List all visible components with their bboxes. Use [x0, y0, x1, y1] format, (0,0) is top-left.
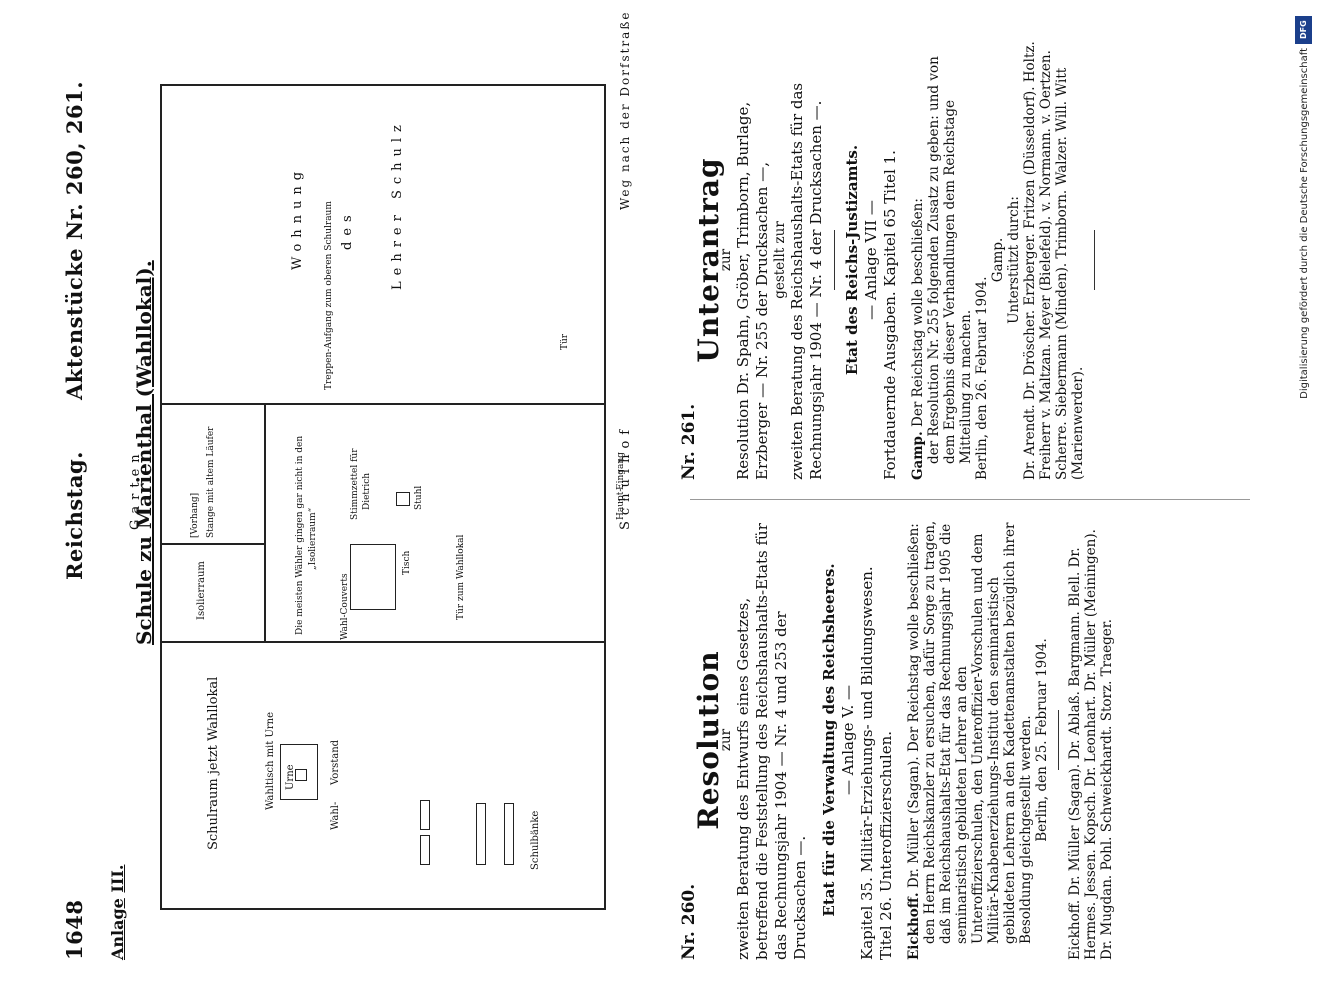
nr260-zur: zur	[718, 728, 734, 752]
floor-plan: Garten Schulhof Weg nach der Dorfstraße …	[120, 11, 640, 910]
bank-1	[420, 800, 430, 830]
label-des: des	[340, 209, 355, 250]
dfg-sidebar: DFG Digitalisierung gefördert durch die …	[1295, 8, 1316, 399]
wall-schulraum	[160, 641, 606, 643]
label-wahltisch: Wahltisch mit Urne	[265, 711, 276, 810]
label-stange: Stange mit altem Läufer	[206, 426, 216, 538]
nr261-antrag-body: der Resolution Nr. 255 folgenden Zusatz …	[926, 56, 974, 464]
nr261-datum: Berlin, den 26. Februar 1904.	[974, 276, 990, 480]
nr261-signer: Gamp.	[990, 237, 1006, 283]
urne-box	[295, 769, 307, 781]
label-tuer: Tür	[560, 333, 570, 350]
label-urne: Urne	[285, 764, 296, 790]
nr260-antrag-text: Dr. Müller (Sagan). Der Reichstag wolle …	[906, 523, 922, 889]
label-waehler-note-2: „Isolierraum“	[308, 507, 318, 570]
nr260-antrag-body: den Herrn Reichskanzler zu ersuchen, daf…	[922, 520, 1034, 944]
label-eingang: Eingang	[616, 452, 626, 490]
label-dietrich: Dietrich	[362, 472, 372, 510]
label-treppe: Treppen-Aufgang zum oberen Schulraum	[324, 201, 334, 390]
label-wohnung: Wohnung	[290, 165, 305, 270]
nr260-etat: Etat für die Verwaltung des Reichsheeres…	[820, 563, 838, 917]
column-rule	[690, 499, 1250, 500]
label-wahlcouverts: Wahl-Couverts	[340, 573, 350, 640]
label-dorfstrasse: Weg nach der Dorfstraße	[618, 10, 632, 210]
label-haupt: Haupt-	[616, 488, 626, 520]
bank-4	[504, 803, 514, 865]
label-schulbaenke: Schulbänke	[530, 810, 541, 870]
label-isolierraum: Isolierraum	[196, 561, 207, 620]
nr261-antrag-text: Der Reichstag wolle beschließen:	[910, 198, 926, 427]
nr261-title: Unterantrag	[692, 157, 725, 363]
wall-bottom	[604, 84, 606, 910]
nr260-titel: Titel 26. Unteroffizierschulen.	[877, 730, 895, 960]
dfg-credit: Digitalisierung gefördert durch die Deut…	[1299, 48, 1310, 399]
nr260-kapitel: Kapitel 35. Militär-Erziehungs- und Bild…	[858, 566, 876, 960]
label-tisch: Tisch	[402, 550, 412, 575]
label-tuer-wahllokal: Tür zum Wahllokal	[456, 534, 466, 620]
tisch-box	[350, 544, 396, 610]
label-vorstand: Vorstand	[330, 739, 341, 785]
nr261-fortdauernde: Fortdauernde Ausgaben. Kapitel 65 Titel …	[881, 150, 899, 480]
nr260-antrag-name: Eickhoff.	[906, 892, 922, 960]
nr261-signers: Dr. Arendt. Dr. Dröscher. Erzberger. Fri…	[1022, 41, 1086, 480]
dfg-logo-icon: DFG	[1295, 16, 1312, 44]
header-right: Aktenstücke Nr. 260, 261.	[62, 80, 87, 400]
nr261-anlage: — Anlage VII —	[862, 200, 880, 320]
stuhl-box	[396, 492, 410, 506]
wall-isolier-inner	[264, 403, 266, 643]
label-wahl: Wahl-	[330, 801, 341, 830]
label-schulraum: Schulraum jetzt Wahllokal	[206, 676, 221, 850]
nr261-unterstuetzt: Unterstützt durch:	[1006, 196, 1022, 324]
wall-left	[160, 908, 606, 910]
label-garten: Garten	[128, 448, 143, 530]
bank-2	[420, 835, 430, 865]
nr260-signers: Eickhoff. Dr. Müller (Sagan). Dr. Ablaß.…	[1067, 529, 1115, 960]
wall-wohnung	[160, 403, 606, 405]
nr261-zur: zur	[718, 248, 734, 272]
bank-3	[476, 803, 486, 865]
nr260-anlage: — Anlage V. —	[839, 685, 857, 795]
nr261-intro: Resolution Dr. Spahn, Gröber, Trimborn, …	[734, 101, 771, 480]
label-stimmzettel: Stimmzettel für	[350, 448, 360, 520]
label-stuhl: Stuhl	[414, 485, 424, 510]
wall-top	[160, 84, 162, 910]
nr261-column: Nr. 261. Unterantrag zur Resolution Dr. …	[679, 40, 1103, 480]
nr260-column: Nr. 260. Resolution zur zweiten Beratung…	[679, 520, 1115, 960]
nr260-intro: zweiten Beratung des Entwurfs eines Gese…	[734, 523, 809, 960]
nr261-antrag-name: Gamp.	[910, 431, 926, 480]
wall-right	[160, 84, 606, 86]
header-left: Reichstag.	[62, 451, 87, 580]
label-vorhang: [Vorhang]	[190, 492, 200, 538]
page-number: 1648	[62, 899, 87, 960]
nr261-intro2: zweiten Beratung des Reichshaushalts-Eta…	[788, 82, 825, 480]
nr260-title: Resolution	[692, 650, 725, 830]
nr261-etat: Etat des Reichs-Justizamts.	[843, 144, 861, 376]
label-waehler-note: Die meisten Wähler gingen gar nicht in d…	[295, 435, 305, 635]
nr261-gestellt: gestellt zur	[772, 221, 788, 299]
nr260-datum: Berlin, den 25. Februar 1904.	[1034, 638, 1050, 842]
label-lehrer: Lehrer Schulz	[390, 119, 405, 290]
wall-isolier	[160, 543, 264, 545]
